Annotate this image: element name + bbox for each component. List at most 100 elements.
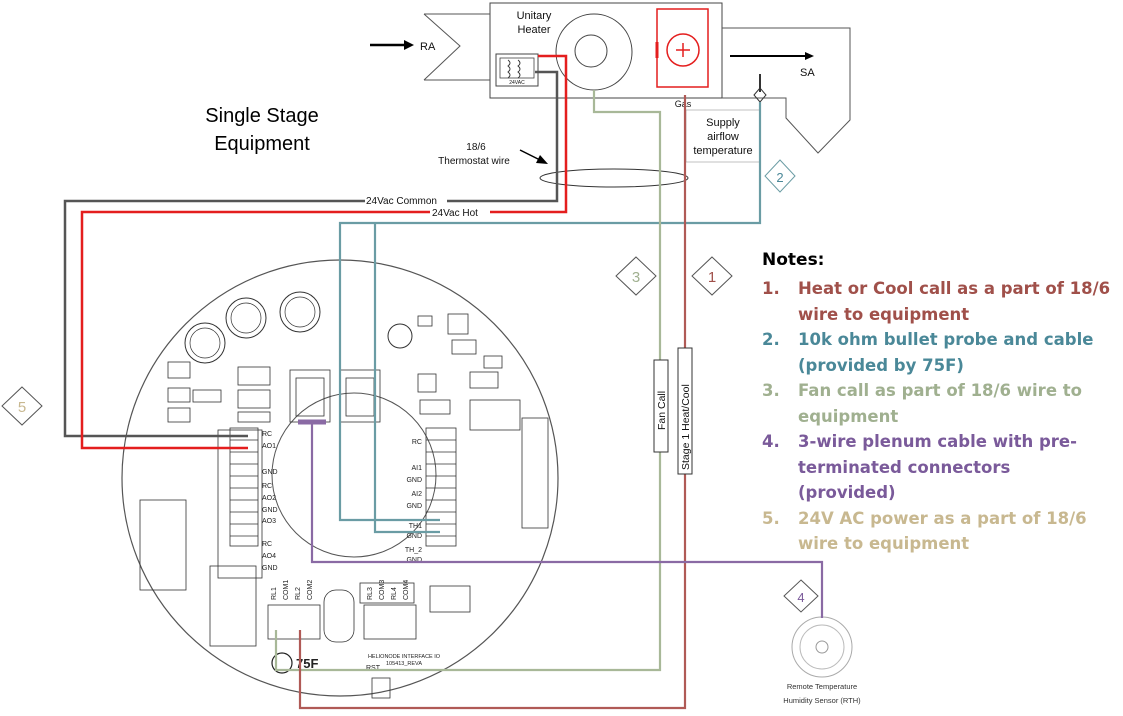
heat-icon bbox=[666, 33, 700, 67]
notes-panel: Notes: 1. Heat or Cool call as a part of… bbox=[762, 250, 1112, 557]
note-text: 3-wire plenum cable with pre-terminated … bbox=[798, 432, 1077, 502]
wire-24vac-common bbox=[63, 70, 559, 438]
terminal-block-left bbox=[229, 427, 259, 547]
note-text: 24V AC power as a part of 18/6 wire to e… bbox=[798, 508, 1087, 554]
svg-text:3: 3 bbox=[632, 269, 640, 286]
note-text: Heat or Cool call as a part of 18/6 wire… bbox=[798, 279, 1111, 324]
relay-label: RL3 bbox=[367, 587, 374, 600]
relay-label: RL4 bbox=[391, 587, 398, 600]
note-number: 3. bbox=[762, 381, 780, 400]
note-2: 2. 10k ohm bullet probe and cable (provi… bbox=[762, 327, 1112, 378]
unitary-heater: Unitary Heater 24VAC Gas bbox=[489, 2, 723, 109]
terminal-left-labels: RC AO1 GND RC AO2 GND AO3 RC AO4 GND bbox=[262, 431, 278, 572]
supply-label-box bbox=[685, 109, 761, 163]
relay-label: COM4 bbox=[403, 580, 410, 600]
remote-sensor: Remote Temperature Humidity Sensor (RTH) bbox=[783, 616, 861, 705]
terminal-right-label: GND bbox=[406, 503, 422, 510]
note-number: 5. bbox=[762, 508, 780, 528]
terminal-right-label: GND bbox=[406, 477, 422, 484]
marker-2: 2 bbox=[764, 159, 796, 193]
terminal-right-label: TH_2 bbox=[405, 547, 422, 554]
stage1-box bbox=[677, 347, 693, 475]
title-line-1: Single Stage bbox=[205, 105, 319, 127]
rst-label: RST bbox=[366, 665, 381, 672]
terminal-right-label: AI1 bbox=[411, 465, 422, 472]
terminal-left-label: GND bbox=[262, 565, 278, 572]
terminal-right-label: AI2 bbox=[411, 491, 422, 498]
note-text: Fan call as part of 18/6 wire to equipme… bbox=[798, 381, 1082, 426]
terminal-left-label: AO2 bbox=[262, 495, 276, 502]
transformer-label: 24VAC bbox=[509, 80, 525, 86]
note-number: 2. bbox=[762, 330, 780, 349]
wire-common-label: 24Vac Common bbox=[366, 196, 437, 207]
terminal-block-right bbox=[425, 427, 457, 547]
supply-label-1: Supply bbox=[706, 117, 740, 129]
terminal-right-labels: RC AI1 GND AI2 GND TH1 GND TH_2 GND bbox=[405, 439, 422, 564]
relay-labels: RL1 COM1 RL2 COM2 RL3 COM3 RL4 COM4 bbox=[271, 580, 410, 600]
heater-label-1: Unitary bbox=[517, 10, 552, 22]
terminal-left-label: RC bbox=[262, 541, 272, 548]
terminal-left-label: AO1 bbox=[262, 443, 276, 450]
transformer-box bbox=[495, 53, 539, 87]
gas-label: Gas bbox=[675, 99, 692, 109]
diagram-title: Single Stage Equipment bbox=[182, 102, 342, 158]
wire-hot-label: 24Vac Hot bbox=[432, 208, 478, 219]
supply-label-3: temperature bbox=[693, 145, 752, 157]
return-air: RA bbox=[370, 13, 490, 81]
rst-button bbox=[371, 677, 391, 699]
marker-4: 4 bbox=[783, 579, 819, 613]
thermostat-wire-label-1: 18/6 bbox=[466, 142, 486, 153]
note-5: 5. 24V AC power as a part of 18/6 wire t… bbox=[762, 506, 1112, 557]
terminal-left-label: AO4 bbox=[262, 553, 276, 560]
ra-label: RA bbox=[420, 41, 436, 53]
wire-supply-temp bbox=[338, 102, 762, 522]
svg-text:4: 4 bbox=[797, 590, 804, 605]
sensor-label-2: Humidity Sensor (RTH) bbox=[783, 696, 861, 705]
relay-label: RL2 bbox=[295, 587, 302, 600]
terminal-right-label: GND bbox=[406, 557, 422, 564]
terminal-left-label: RC bbox=[262, 483, 272, 490]
terminal-left-label: GND bbox=[262, 507, 278, 514]
svg-text:5: 5 bbox=[18, 399, 26, 416]
note-text: 10k ohm bullet probe and cable (provided… bbox=[798, 330, 1094, 375]
svg-text:1: 1 bbox=[708, 269, 716, 286]
note-number: 1. bbox=[762, 279, 780, 298]
heater-label-2: Heater bbox=[517, 24, 550, 36]
note-3: 3. Fan call as part of 18/6 wire to equi… bbox=[762, 378, 1112, 429]
supply-duct: SA Supply airflow temperature bbox=[685, 27, 851, 163]
stage1-label: Stage 1 Heat/Cool bbox=[680, 384, 692, 470]
notes-title: Notes: bbox=[762, 250, 825, 270]
terminal-right-label: GND bbox=[406, 533, 422, 540]
fan-call-label: Fan Call bbox=[656, 391, 668, 430]
relay-label: COM3 bbox=[379, 580, 386, 600]
wire-24vac-hot bbox=[80, 54, 568, 450]
terminal-left-label: RC bbox=[262, 431, 272, 438]
relay-label: RL1 bbox=[271, 587, 278, 600]
marker-3: 3 bbox=[615, 256, 657, 296]
blower-hub bbox=[574, 34, 608, 68]
note-1: 1. Heat or Cool call as a part of 18/6 w… bbox=[762, 276, 1112, 327]
terminal-right-label: RC bbox=[412, 439, 422, 446]
note-4: 4. 3-wire plenum cable with pre-terminat… bbox=[762, 429, 1112, 506]
board-name-2: 105413_REVA bbox=[386, 661, 422, 667]
terminal-left-label: AO3 bbox=[262, 518, 276, 525]
terminal-left-label: GND bbox=[262, 469, 278, 476]
wire-sensor bbox=[310, 420, 824, 618]
sensor-label-1: Remote Temperature bbox=[787, 682, 857, 691]
svg-text:2: 2 bbox=[776, 170, 783, 185]
board-name-1: HELIONODE INTERFACE IO bbox=[368, 654, 441, 660]
relay-label: COM1 bbox=[283, 580, 290, 600]
marker-1: 1 bbox=[691, 256, 733, 296]
board-logo: 75F bbox=[296, 656, 318, 671]
transformer-inner bbox=[499, 57, 535, 79]
thermostat-wire-label-2: Thermostat wire bbox=[438, 156, 510, 167]
marker-5: 5 bbox=[1, 386, 43, 426]
terminal-right-label: TH1 bbox=[409, 523, 422, 530]
relay-block bbox=[267, 589, 417, 643]
relay-label: COM2 bbox=[307, 580, 314, 600]
wire-supply-temp-2 bbox=[373, 223, 440, 534]
sa-label: SA bbox=[800, 67, 815, 79]
title-line-2: Equipment bbox=[214, 133, 310, 155]
fan-call-box bbox=[653, 359, 669, 453]
